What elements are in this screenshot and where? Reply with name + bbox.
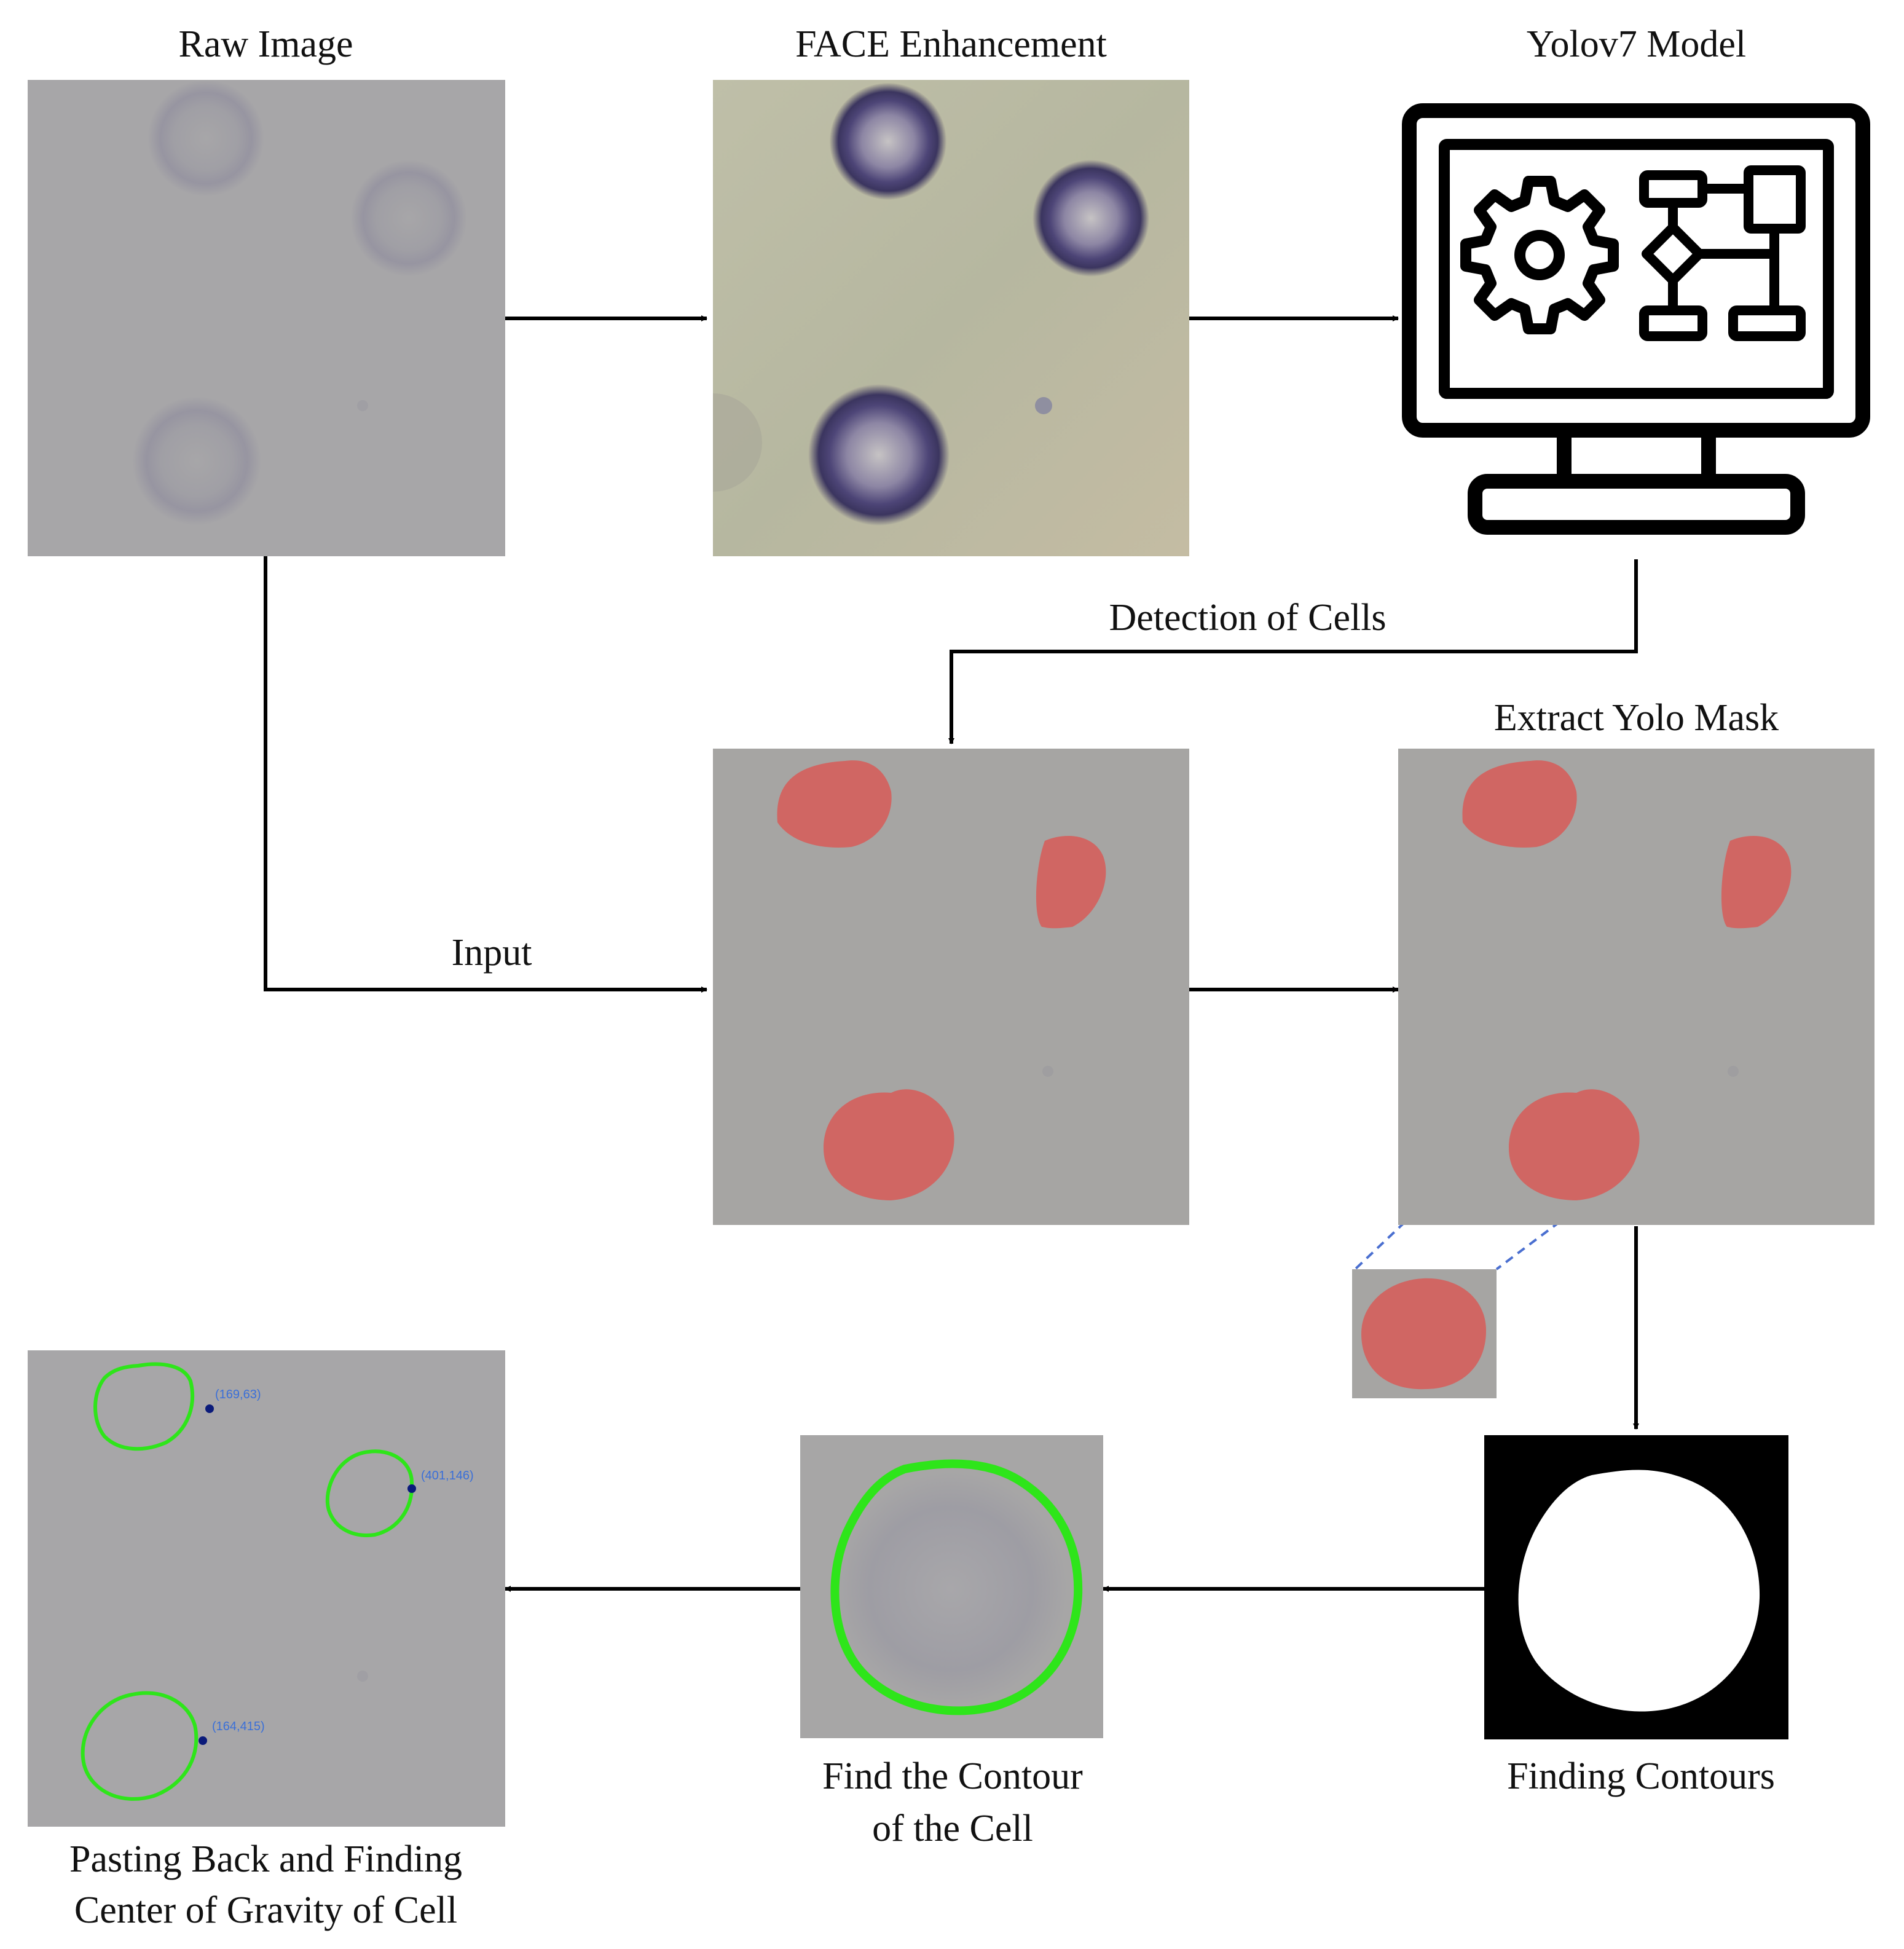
arrow-raw-input (264, 556, 707, 993)
label-finding-contours: Finding Contours (1507, 1755, 1775, 1797)
centroid-label-3: (164,415) (212, 1720, 265, 1733)
label-pasting-back-line2: Center of Gravity of Cell (74, 1889, 458, 1931)
centroid-label-2: (401,146) (421, 1469, 474, 1482)
label-detection-of-cells: Detection of Cells (1109, 597, 1387, 639)
raw-image-panel (28, 80, 505, 556)
label-yolo-model: Yolov7 Model (1526, 23, 1747, 65)
label-find-contour-line2: of the Cell (872, 1808, 1033, 1849)
monitor-icon (1398, 101, 1874, 544)
extract-mask-panel (1398, 749, 1874, 1225)
centroid-dot-3 (199, 1736, 207, 1745)
binary-mask-panel (1484, 1435, 1788, 1739)
label-face-enhancement: FACE Enhancement (795, 23, 1107, 65)
centroid-dot-1 (205, 1404, 214, 1413)
label-input: Input (451, 932, 532, 974)
pasted-back-panel: (169,63) (401,146) (164,415) (28, 1350, 505, 1827)
centroid-label-1: (169,63) (215, 1388, 261, 1401)
gear-icon (1460, 176, 1619, 334)
label-pasting-back-line1: Pasting Back and Finding (69, 1838, 462, 1880)
label-extract-yolo-mask: Extract Yolo Mask (1493, 697, 1779, 739)
detection-panel (713, 749, 1189, 1225)
label-find-contour-line1: Find the Contour (822, 1755, 1083, 1797)
label-raw-image: Raw Image (178, 23, 353, 65)
arrow-model-to-detection (948, 559, 1638, 744)
cell-contour-panel (800, 1435, 1103, 1738)
zoomed-mask-crop (1352, 1269, 1497, 1398)
flowchart-icon (1639, 165, 1806, 341)
centroid-dot-2 (407, 1484, 416, 1493)
face-enhanced-panel (713, 80, 1189, 556)
contour-outlines (81, 1362, 414, 1801)
